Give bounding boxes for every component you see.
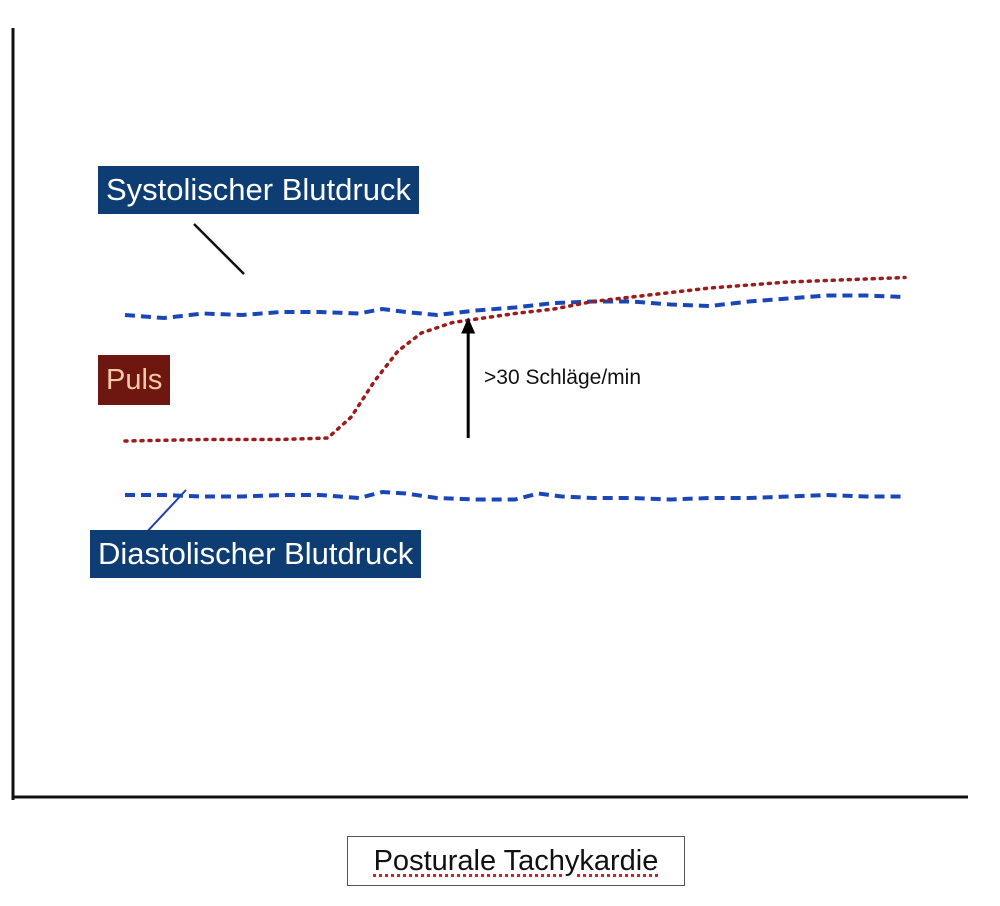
pulse-increase-annotation: >30 Schläge/min — [484, 366, 642, 389]
systolic-label: Systolischer Blutdruck — [98, 166, 419, 214]
diastolic-label: Diastolischer Blutdruck — [90, 530, 422, 578]
series-systolic-line — [124, 293, 906, 321]
systolic-leader-line — [193, 223, 245, 275]
chart-title: Posturale Tachykardie — [373, 845, 659, 877]
series-diastolic-line — [125, 489, 905, 502]
series-pulse-line — [123, 275, 907, 443]
pulse-label: Puls — [98, 355, 171, 405]
arrow-up-icon — [461, 317, 476, 334]
chart-title-box: Posturale Tachykardie — [347, 836, 685, 886]
